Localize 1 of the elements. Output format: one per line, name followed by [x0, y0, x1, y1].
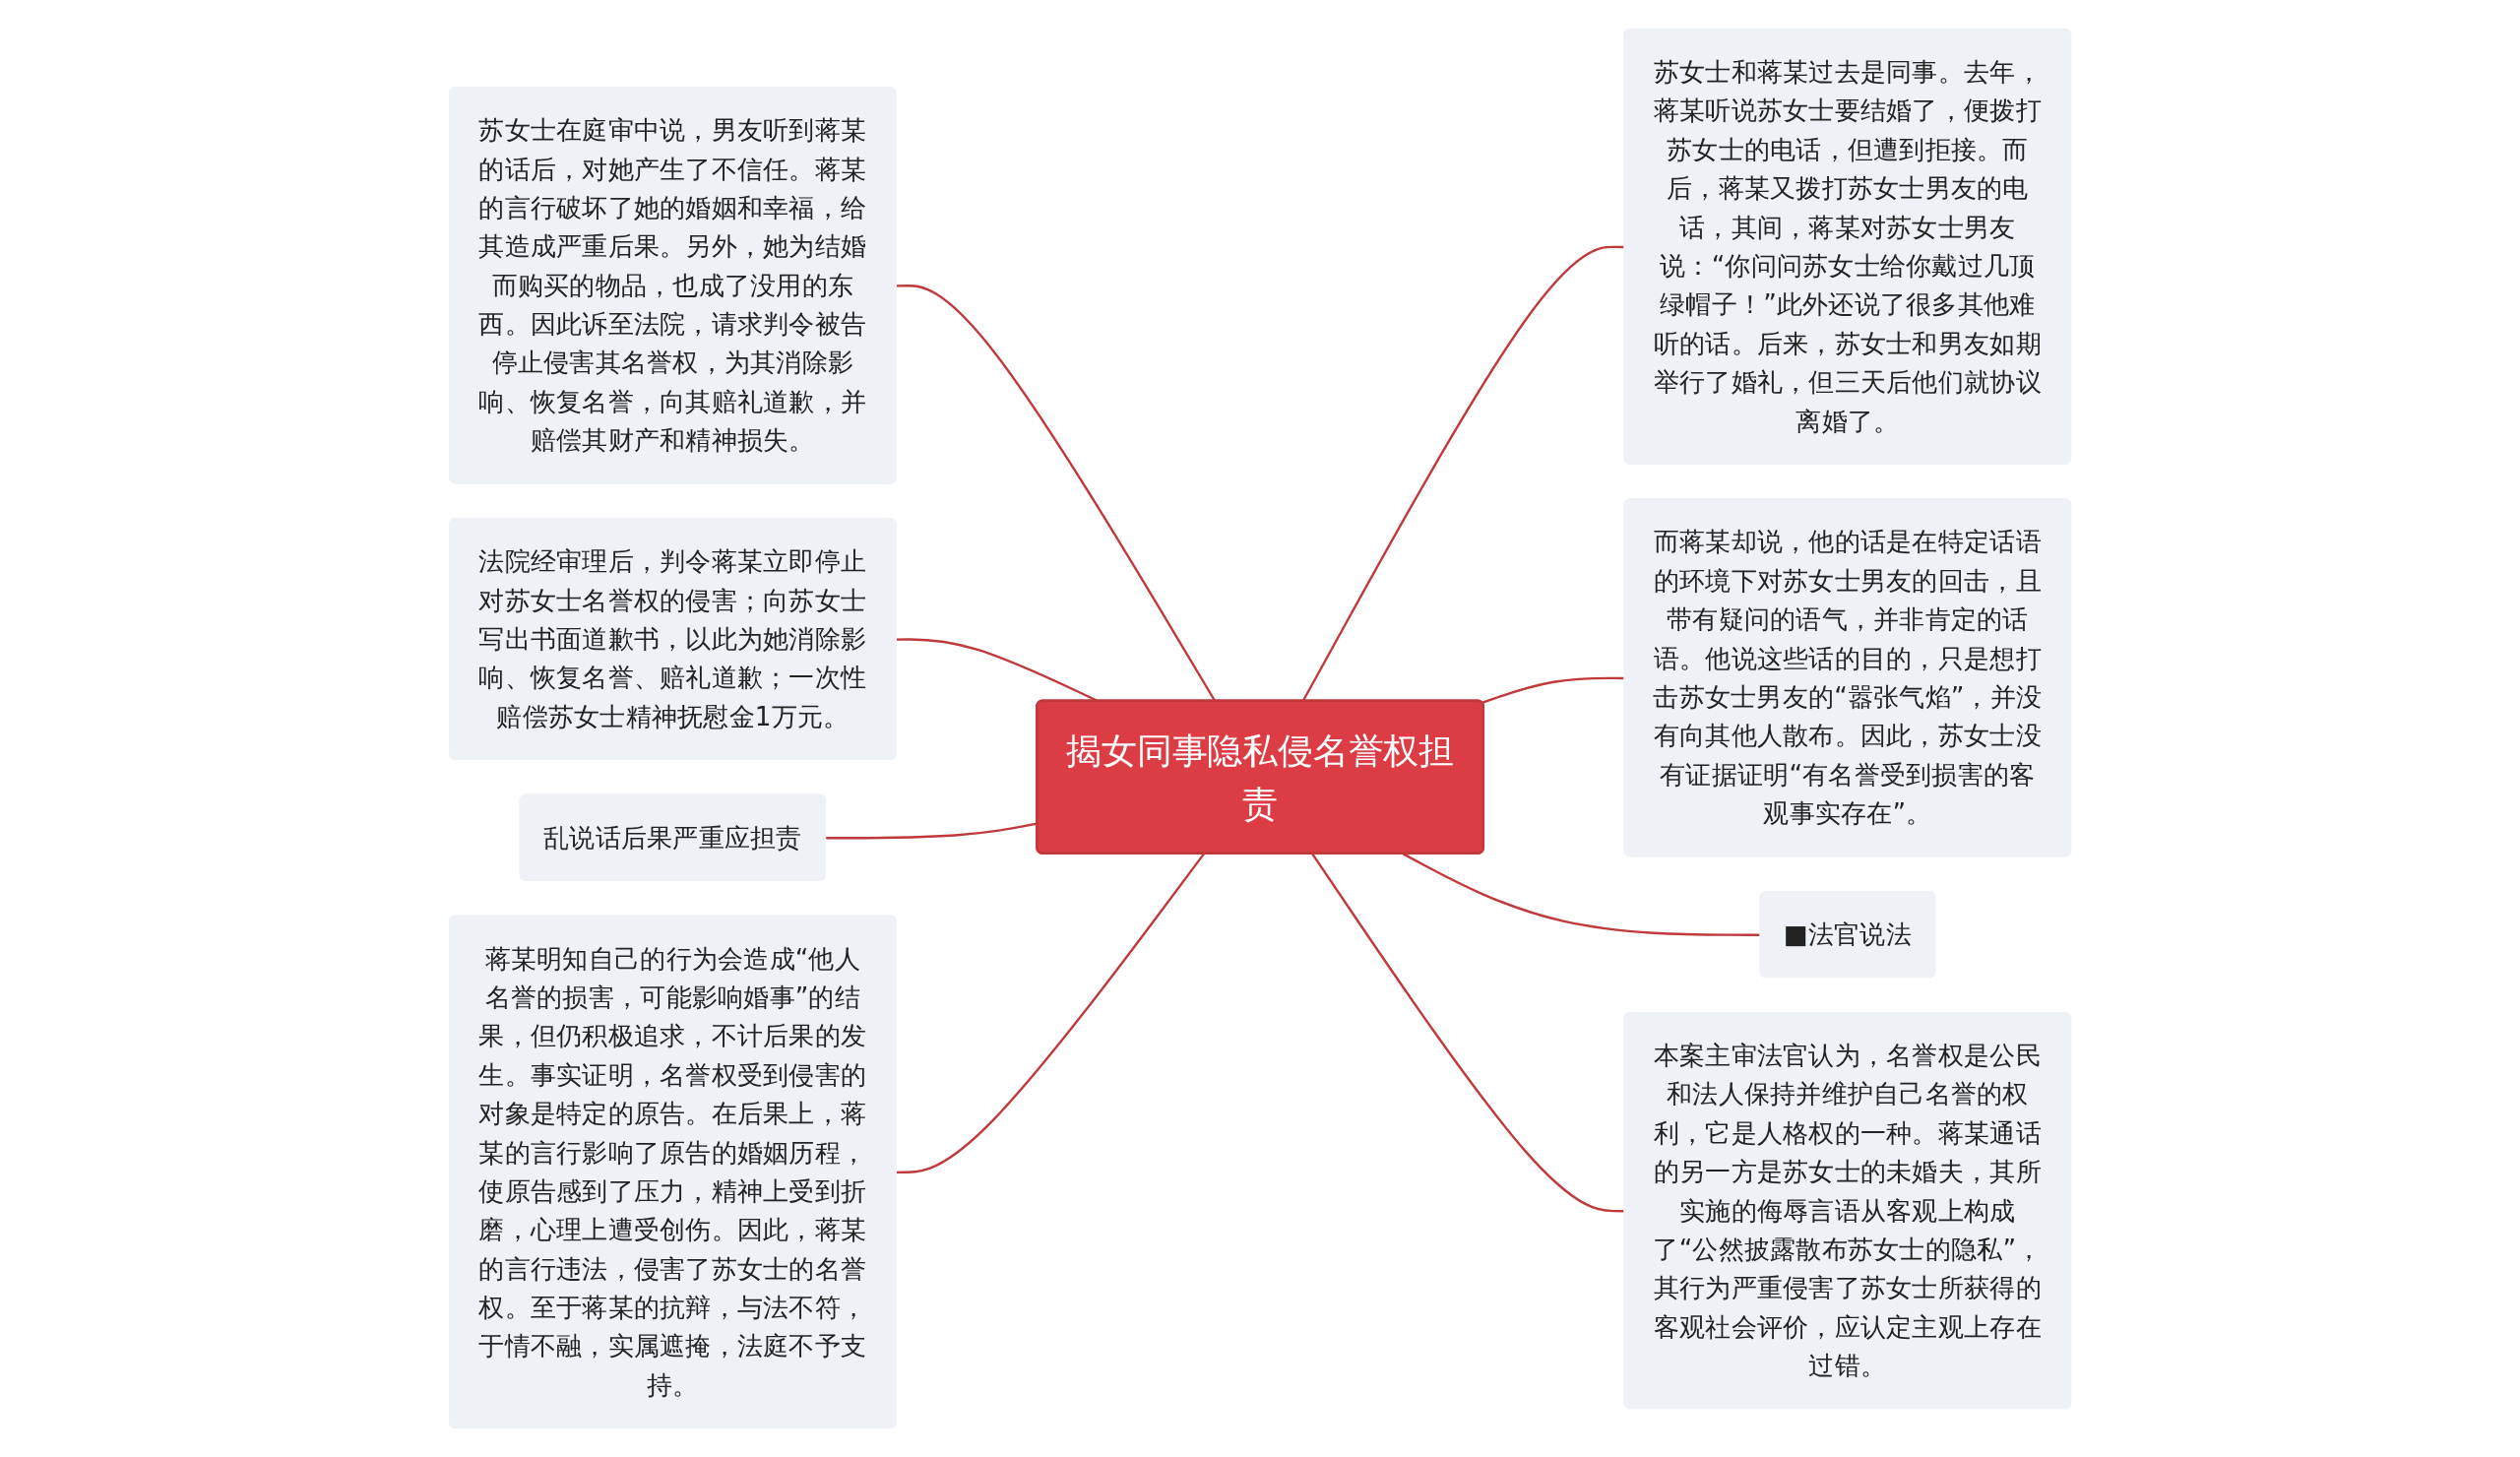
- connector: [896, 853, 1205, 1174]
